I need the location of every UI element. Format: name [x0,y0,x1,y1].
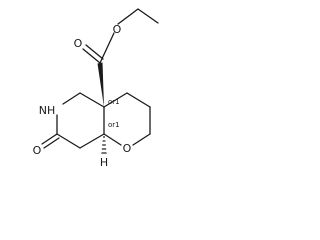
bond-lactam-double-2 [43,137,60,149]
bond-c5-n6 [62,92,81,105]
atom-label-lactam-o: O [33,144,42,157]
bond-c4a-c5 [79,92,105,108]
bond-ethyl-c-c [137,8,159,24]
atom-label-nh: NH [39,104,56,117]
stereo-label-c8a: or1 [108,121,120,129]
atom-label-h: H [100,156,108,169]
bond-carbonyl-double-2 [85,44,104,60]
bond-o1-c8a [103,133,122,146]
chemical-structure: O O NH O O H or1 or1 [33,8,159,169]
bond-ethyl-c-o [117,8,139,25]
atom-label-ring-o: O [123,142,132,155]
wedge-bond-c4a-ester [97,62,104,107]
bond-c8-c8a [79,133,105,149]
bond-carbonyl-double-1 [82,48,101,64]
bond-c4a-c4 [103,92,128,108]
bond-c2-o1 [132,133,151,146]
atom-label-ester-o: O [113,23,122,36]
stereo-label-c4a: or1 [108,98,120,106]
bond-c7-c8 [56,133,81,149]
bond-c4-c3 [126,92,151,108]
hashed-bond-c8a-h [101,136,107,154]
bond-lactam-double-1 [41,133,58,145]
bond-lines [41,8,159,149]
atom-label-ester-carbonyl-o: O [74,37,83,50]
